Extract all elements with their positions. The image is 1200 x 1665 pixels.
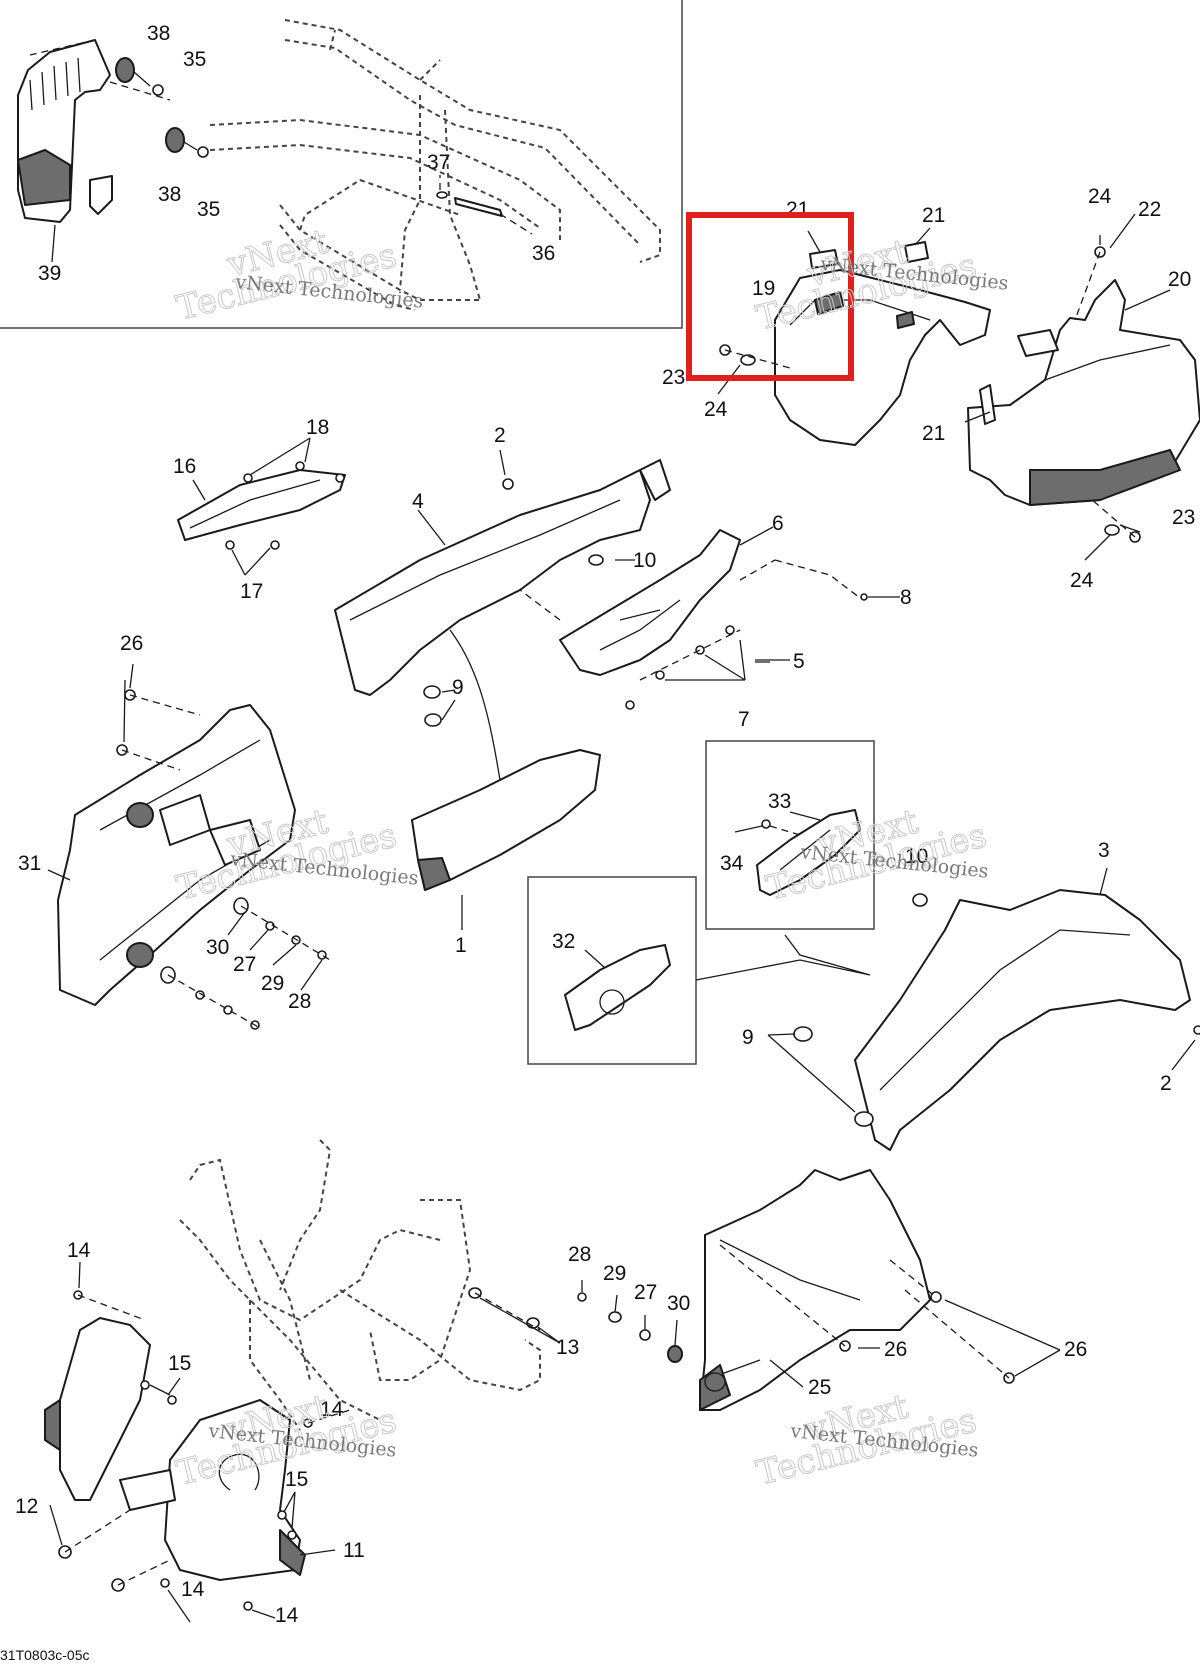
callout-38-lower: 38 (158, 183, 181, 206)
callout-24-top: 24 (1088, 185, 1112, 208)
callout-36: 36 (532, 242, 555, 265)
callout-32: 32 (552, 930, 575, 953)
reference-code: 31T0803c-05c (0, 1647, 90, 1663)
front-frame-group: 14 15 14 15 12 11 14 14 13 (15, 1139, 579, 1627)
bracket-31-group: 26 31 30 27 29 28 (18, 632, 331, 1030)
highlight-box (686, 212, 854, 381)
callout-5: 5 (793, 650, 805, 673)
callout-10-right: 10 (905, 845, 928, 868)
callout-2-right: 2 (1160, 1072, 1172, 1095)
callout-37: 37 (427, 151, 450, 174)
callout-16: 16 (173, 455, 196, 478)
callout-28-right: 28 (568, 1243, 591, 1266)
callout-14-top: 14 (67, 1239, 91, 1262)
callout-15-top: 15 (168, 1352, 191, 1375)
callout-27-left: 27 (233, 953, 256, 976)
callout-26-left: 26 (120, 632, 143, 655)
callout-25: 25 (808, 1376, 831, 1399)
callout-9-right: 9 (742, 1026, 754, 1049)
callout-23-right: 23 (1172, 506, 1195, 529)
detail-box-32: 32 (527, 876, 697, 1065)
callout-21-lower: 21 (922, 422, 945, 445)
callout-7: 7 (738, 708, 750, 731)
callout-12: 12 (15, 1495, 38, 1518)
callout-33: 33 (768, 790, 791, 813)
callout-15-lower: 15 (285, 1468, 308, 1491)
callout-29-left: 29 (261, 972, 284, 995)
bracket-16-group: 18 16 17 (173, 416, 346, 603)
callout-10-top: 10 (633, 549, 656, 572)
callout-22: 22 (1138, 198, 1161, 221)
detail-box-33: 33 34 (695, 740, 875, 981)
callout-11: 11 (343, 1539, 365, 1562)
frame-detail-inset: 38 35 38 35 37 36 39 (0, 0, 683, 329)
callout-19: 19 (752, 277, 775, 300)
callout-26-mid: 26 (884, 1338, 907, 1361)
callout-28-left: 28 (288, 990, 311, 1013)
callout-35-lower: 35 (197, 198, 220, 221)
callout-20: 20 (1168, 268, 1191, 291)
callout-23-left: 23 (662, 366, 685, 389)
callout-35-upper: 35 (183, 48, 206, 71)
callout-30-right: 30 (667, 1292, 690, 1315)
callout-31: 31 (18, 852, 41, 875)
callout-38-upper: 38 (147, 22, 170, 45)
callout-13: 13 (556, 1336, 579, 1359)
callout-4: 4 (412, 490, 424, 513)
panel-1-group: 1 (411, 629, 601, 957)
callout-21-mid: 21 (922, 204, 945, 227)
callout-17: 17 (240, 580, 263, 603)
side-panel-group: 2 4 6 10 8 5 7 9 (334, 424, 912, 731)
callout-30-left: 30 (206, 936, 229, 959)
callout-9-top: 9 (452, 676, 464, 699)
callout-29-right: 29 (603, 1262, 626, 1285)
callout-14-mid: 14 (320, 1398, 344, 1421)
callout-6: 6 (772, 512, 784, 535)
callout-27-right: 27 (634, 1281, 657, 1304)
callout-24-right: 24 (1070, 569, 1094, 592)
callout-39: 39 (38, 262, 61, 285)
callout-8: 8 (900, 586, 912, 609)
callout-14-bottom: 14 (275, 1604, 299, 1627)
callout-24-left: 24 (704, 398, 728, 421)
callout-3: 3 (1098, 839, 1110, 862)
side-panel-3-group: 3 10 9 2 (742, 839, 1200, 1151)
callout-26-right: 26 (1064, 1338, 1087, 1361)
callout-18: 18 (306, 416, 329, 439)
callout-14-low: 14 (181, 1578, 205, 1601)
panel-25-group: 28 29 27 30 26 26 25 (568, 1169, 1087, 1411)
callout-2-top: 2 (494, 424, 506, 447)
callout-1: 1 (455, 934, 467, 957)
fender-liner-group: 21 21 21 19 24 22 20 23 24 23 24 (662, 185, 1200, 592)
callout-34: 34 (720, 852, 744, 875)
